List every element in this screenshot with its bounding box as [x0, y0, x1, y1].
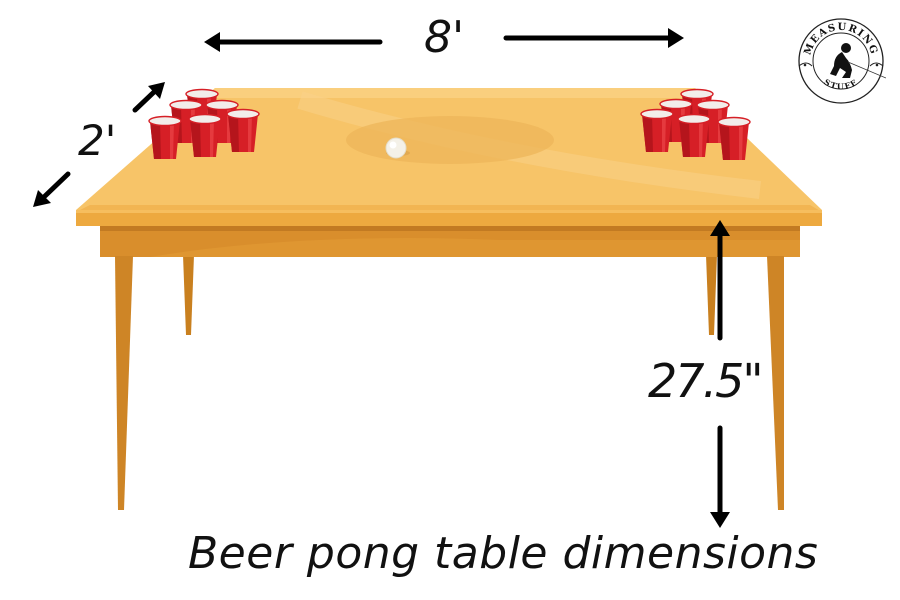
height-arrow [710, 220, 730, 528]
ping-pong-ball [385, 137, 407, 159]
front-right-leg [767, 256, 784, 510]
table-top-edge [76, 210, 822, 226]
back-left-leg [183, 255, 194, 335]
back-right-leg [706, 255, 717, 335]
kneeling-person-icon [830, 43, 886, 79]
width-arrow [33, 82, 165, 207]
length-label: 8' [424, 12, 465, 63]
length-arrow [204, 28, 684, 52]
height-label: 27.5" [648, 354, 764, 408]
front-left-leg [115, 256, 133, 510]
svg-text:STUFF: STUFF [822, 77, 859, 92]
center-circle [346, 116, 554, 164]
logo-bottom-text: STUFF [822, 77, 858, 92]
diagram-caption: Beer pong table dimensions [188, 528, 819, 579]
width-label: 2' [78, 116, 117, 165]
measuring-stuff-logo: MEASURING STUFF [798, 18, 886, 104]
